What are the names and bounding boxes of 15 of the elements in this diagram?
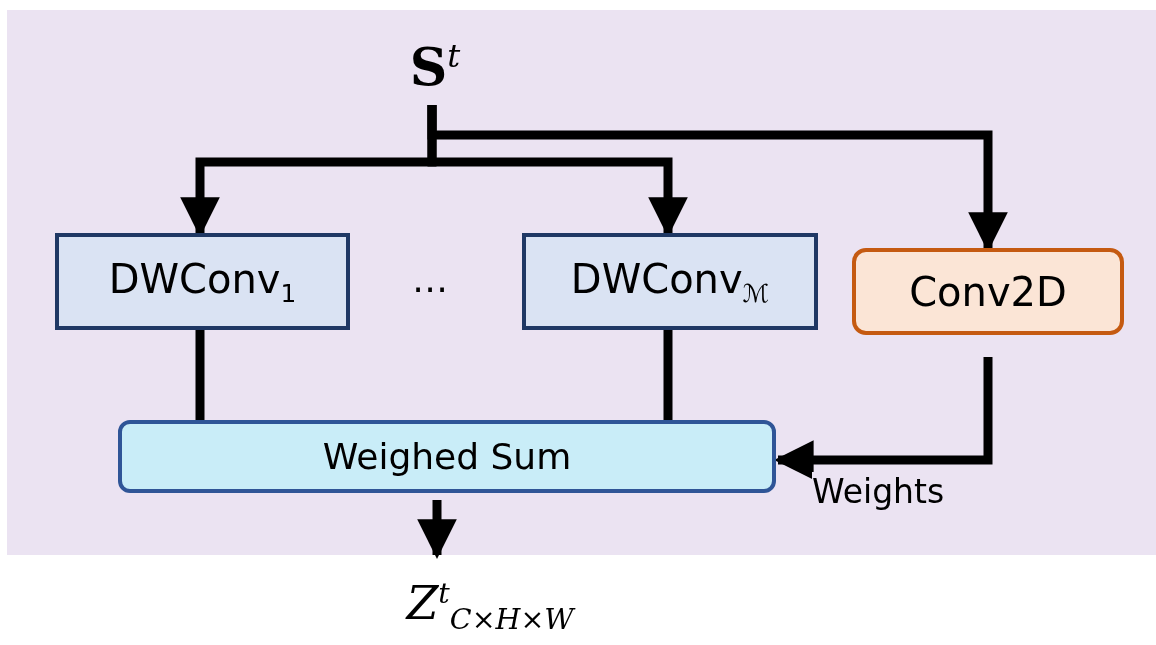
arrow: [774, 357, 993, 480]
box-label: Conv2D: [909, 268, 1067, 315]
process-box: [55, 233, 350, 330]
process-box: [852, 248, 1124, 335]
ellipsis: ⋯: [412, 268, 448, 309]
box-label: DWConv$_{ℳ}$: [570, 255, 770, 308]
connector-line: [663, 330, 673, 420]
arrow: [417, 500, 457, 559]
process-box: [118, 420, 776, 493]
connector-line: [195, 330, 205, 420]
box-label: DWConv$_{1}$: [108, 255, 297, 308]
box-label: Weighed Sum: [322, 436, 572, 477]
edge-label: Weights: [812, 472, 945, 511]
process-box: [522, 233, 818, 330]
math-label: S$^{t}$: [409, 35, 461, 97]
